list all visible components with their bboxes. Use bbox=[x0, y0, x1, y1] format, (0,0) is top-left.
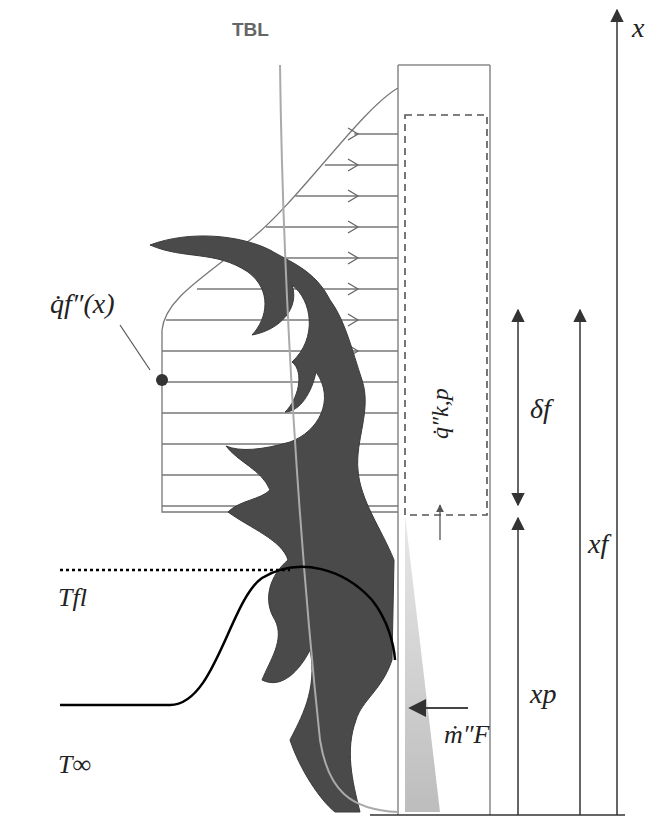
control-volume bbox=[405, 115, 487, 515]
dimension-label: xp bbox=[530, 680, 556, 708]
leader-line bbox=[120, 325, 150, 370]
boundary-layer-label: TBL bbox=[232, 20, 269, 39]
axis-label: x bbox=[632, 14, 644, 42]
temperature-label: Tfl bbox=[58, 585, 87, 611]
mass-flux-label: ṁ″F bbox=[444, 722, 490, 748]
fuel-flux-arrow bbox=[410, 707, 468, 709]
heat-flux-label: q̇″k,p bbox=[428, 386, 452, 441]
pyrolysis-zone bbox=[405, 515, 440, 812]
temperature-profile bbox=[60, 567, 395, 705]
flame bbox=[150, 236, 394, 812]
conduction-arrow bbox=[439, 505, 440, 540]
heat-flux-label: q̇f″(x) bbox=[50, 290, 115, 318]
dimension-label: δf bbox=[530, 395, 551, 423]
boundary-layer-edge bbox=[280, 65, 398, 812]
temperature-label: T∞ bbox=[58, 752, 91, 778]
dimension-label: xf bbox=[588, 530, 608, 558]
dimension-arrows bbox=[370, 10, 625, 815]
flux-point bbox=[156, 374, 168, 386]
wall bbox=[398, 65, 490, 815]
flame-temperature-line bbox=[60, 569, 290, 572]
